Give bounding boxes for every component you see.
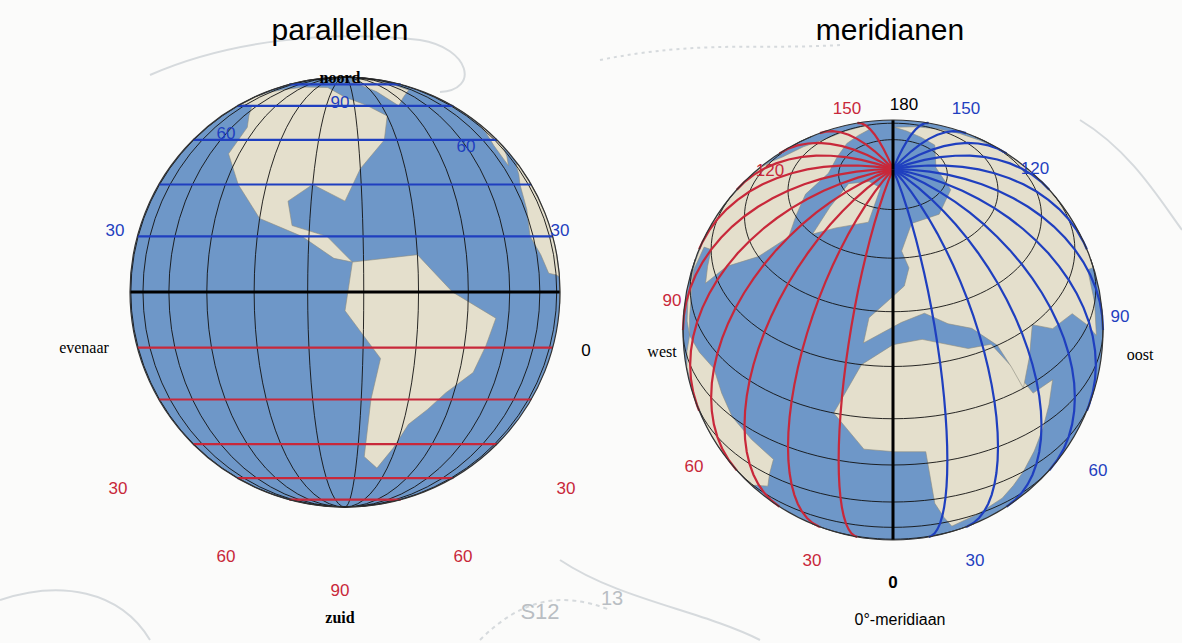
degree-number: 60 [685, 458, 704, 475]
grid-line [289, 499, 400, 501]
grid-line [711, 169, 893, 470]
degree-number: 150 [952, 100, 980, 117]
grid-line [159, 398, 531, 400]
direction-label: noord [320, 70, 361, 86]
degree-number: 120 [1021, 160, 1049, 177]
continent [345, 255, 496, 468]
degree-number: 30 [966, 552, 985, 569]
degree-number: 0 [888, 574, 897, 591]
grid-line [683, 169, 893, 330]
degree-number: 60 [217, 125, 236, 142]
degree-number: 60 [454, 548, 473, 565]
globe-title: parallellen [272, 15, 409, 45]
grid-line [893, 156, 1049, 190]
grid-line [699, 166, 893, 250]
degree-number: 30 [551, 222, 570, 239]
degree-number: 60 [457, 138, 476, 155]
degree-number: 90 [331, 94, 350, 111]
meridian-caption: 0°-meridiaan [855, 612, 946, 628]
equator-line [130, 291, 560, 294]
grid-line [193, 139, 497, 141]
grid-line [857, 123, 893, 169]
grid-line [893, 123, 929, 169]
grid-line [893, 169, 1075, 470]
grid-line [779, 143, 893, 169]
globe-outline [130, 77, 560, 507]
degree-number: 90 [331, 582, 350, 599]
degree-number: 30 [803, 552, 822, 569]
degree-number: 120 [756, 162, 784, 179]
grid-line [893, 166, 1087, 250]
ocean [683, 120, 1103, 540]
grid-line [893, 169, 1041, 507]
grid-line [893, 143, 1007, 169]
degree-number: 60 [1089, 462, 1108, 479]
grid-line [820, 131, 893, 169]
globe-outline [683, 120, 1103, 540]
degree-number: 150 [833, 100, 861, 117]
direction-label: oost [1127, 347, 1154, 363]
grid-line [893, 169, 1103, 330]
grid-line [892, 120, 895, 169]
grid-line [193, 443, 497, 445]
globe-meridians [683, 120, 1103, 540]
grid-line [892, 169, 895, 540]
degree-number: 60 [217, 548, 236, 565]
direction-label: west [647, 344, 676, 360]
grid-line [137, 347, 552, 349]
direction-label: zuid [325, 610, 354, 626]
degree-number: 180 [890, 96, 918, 113]
degree-number: 30 [557, 480, 576, 497]
degree-number: 30 [109, 480, 128, 497]
chart-watermark: 13 [601, 588, 623, 608]
degree-number: 90 [663, 292, 682, 309]
chart-watermark: S12 [520, 601, 559, 623]
grid-line [238, 477, 453, 479]
globe-parallels [130, 77, 560, 507]
degree-number: 30 [106, 222, 125, 239]
grid-line [737, 156, 893, 190]
grid-line [893, 169, 1096, 411]
equator-label: evenaar [59, 340, 109, 356]
grid-line [893, 169, 947, 537]
grid-line [159, 183, 531, 185]
grid-line [690, 169, 893, 411]
grid-line [893, 131, 966, 169]
degree-number: 90 [1111, 308, 1130, 325]
chart-background [0, 36, 1182, 640]
globe-title: meridianen [816, 15, 964, 45]
grid-line [839, 169, 893, 537]
grid-line [745, 169, 893, 507]
grid-line [137, 235, 552, 237]
ocean [130, 77, 560, 507]
degree-number: 0 [581, 342, 590, 359]
